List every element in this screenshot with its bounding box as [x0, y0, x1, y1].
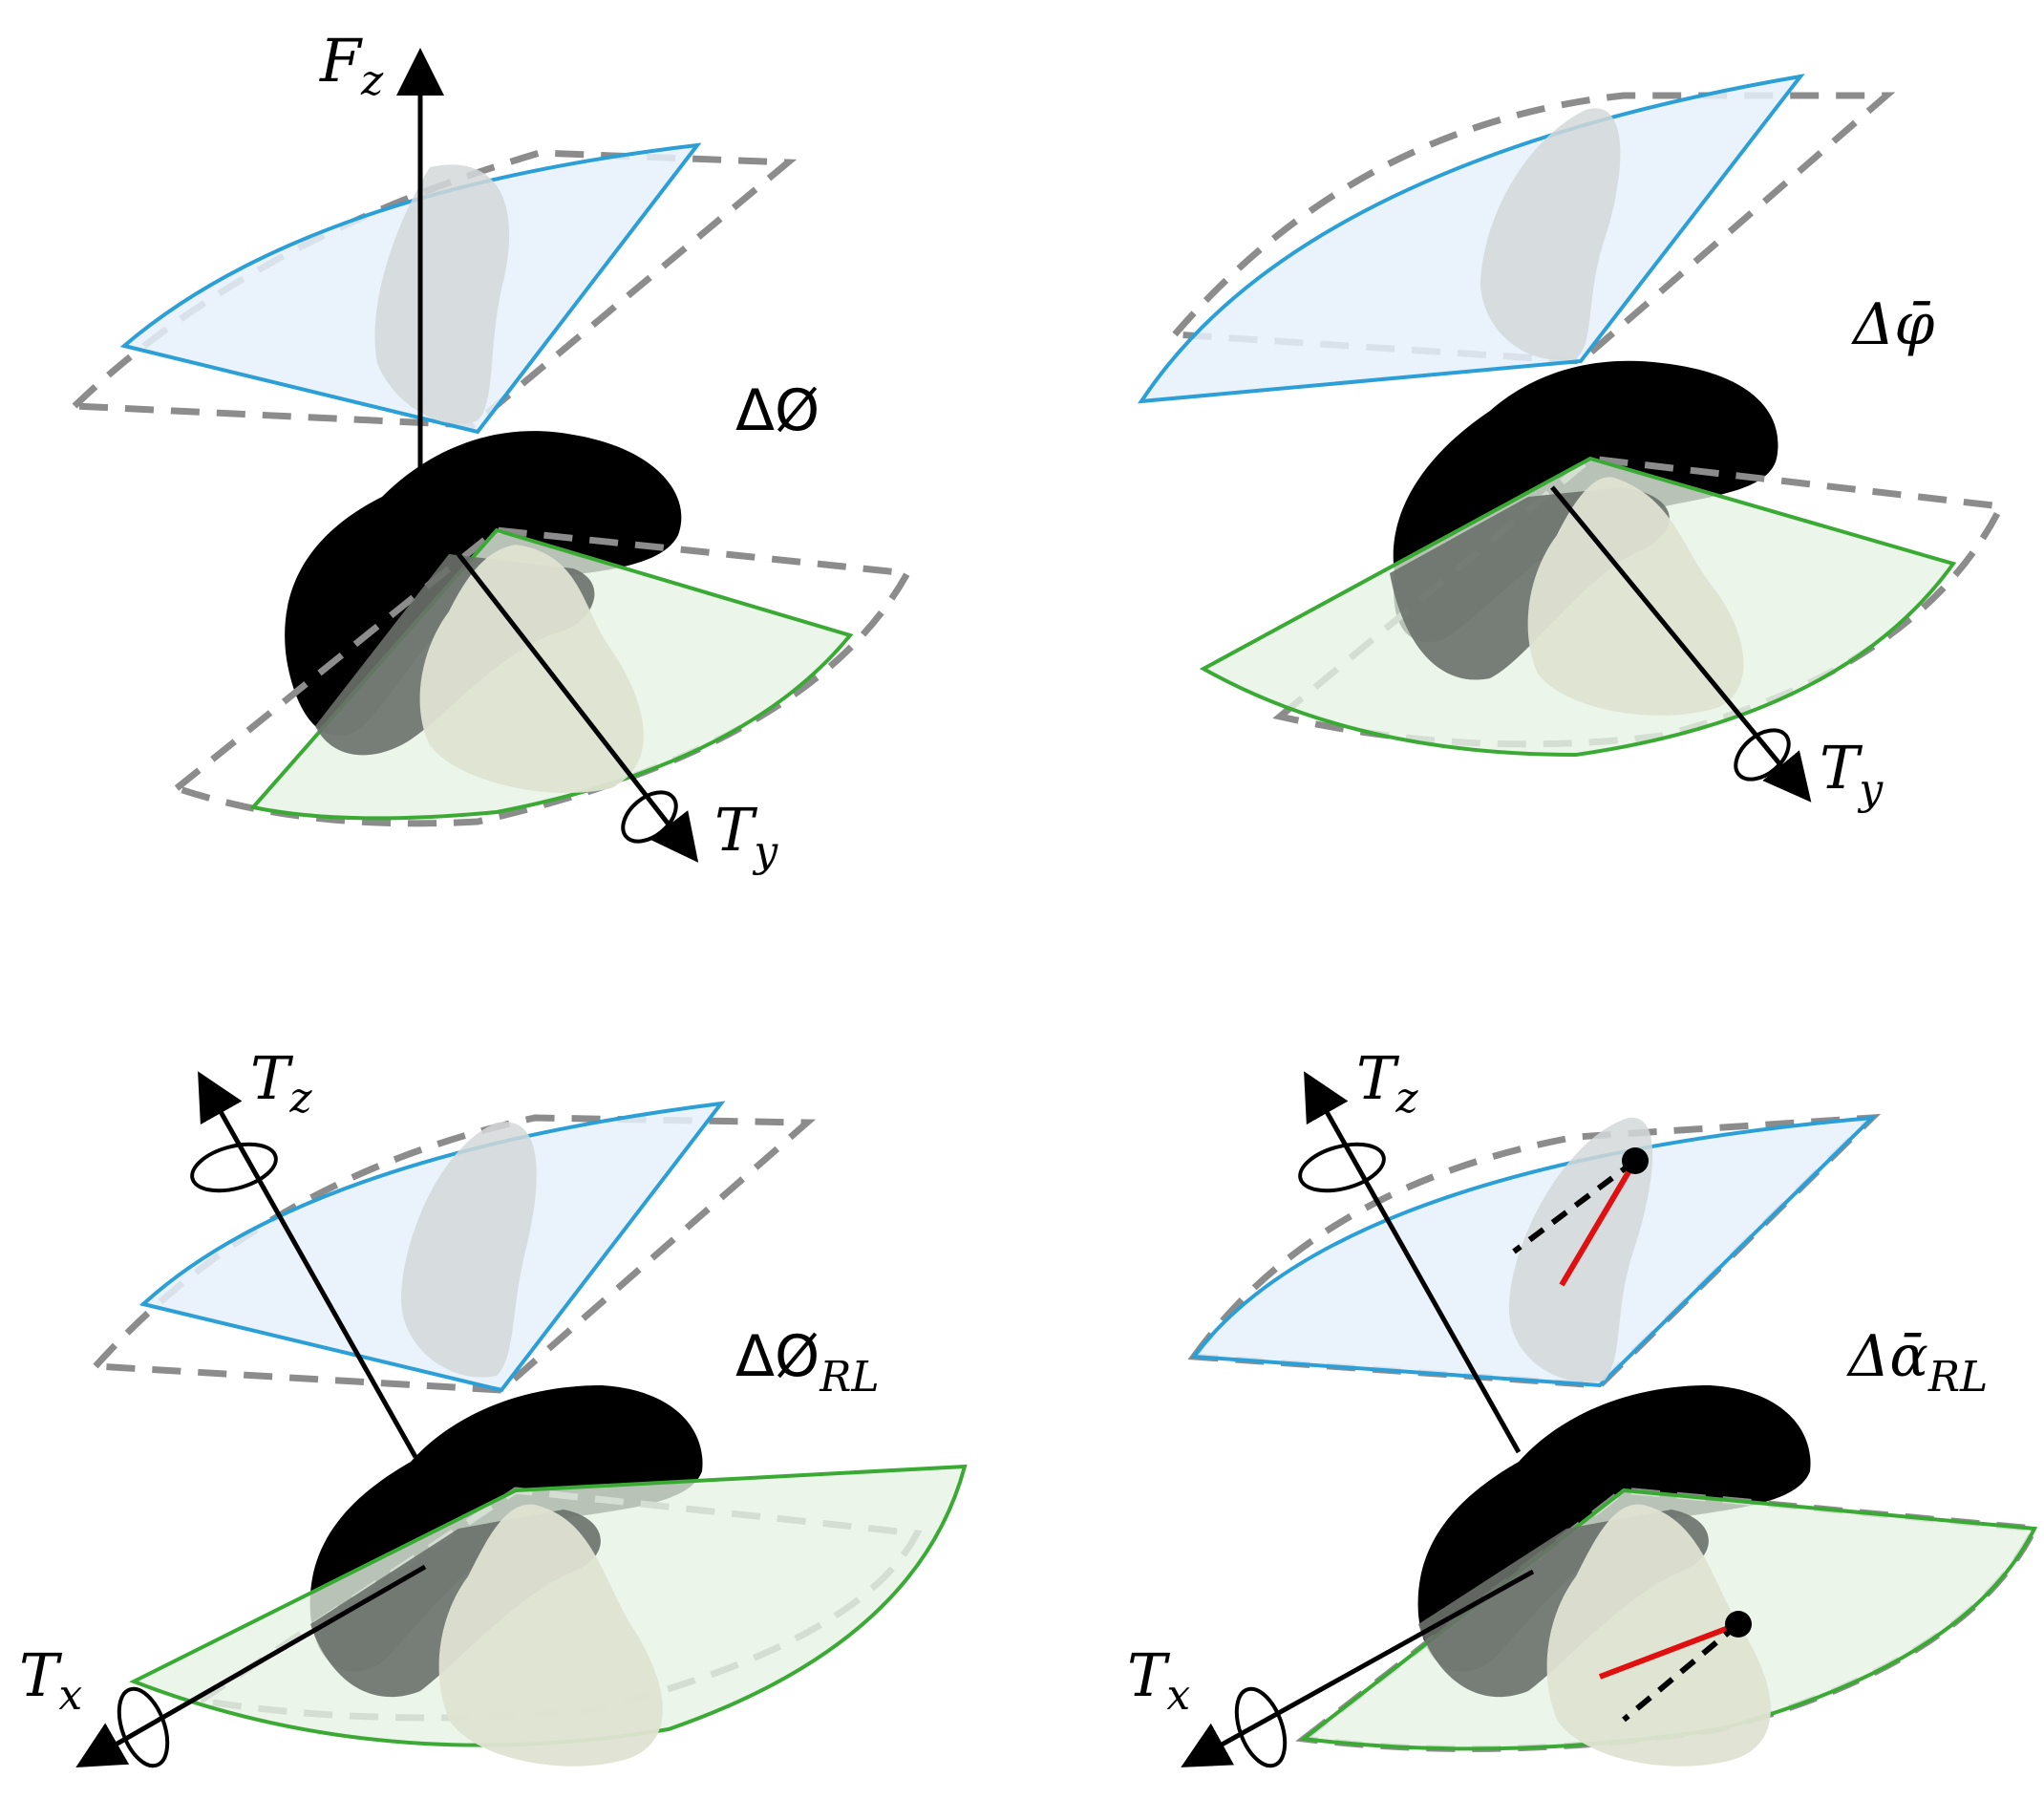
tz-axis [1304, 1071, 1522, 1454]
pivot-point-lower [1725, 1611, 1752, 1638]
femur-shadow [401, 1122, 537, 1378]
dashed-reference-lower [1622, 1621, 1740, 1723]
ty-rotation-arrow [621, 790, 678, 844]
panel-top-right: Ty Δφ̄ [1138, 74, 2007, 814]
ty-axis [457, 552, 699, 863]
tz-label: Tz [250, 1043, 312, 1123]
angle-label: Δφ̄ [1851, 291, 1934, 358]
dashed-reference-upper [1512, 1158, 1637, 1254]
ty-label: Ty [1820, 733, 1884, 814]
tx-label: Tx [1127, 1640, 1190, 1720]
tibia-shape [1546, 1504, 1771, 1767]
angle-label: ΔØ [735, 377, 820, 444]
tz-rotation-arrow [1298, 1142, 1386, 1193]
upper-reference-plane [1167, 92, 1896, 365]
tz-rotation-arrow [190, 1142, 278, 1193]
upper-plane [1138, 74, 1805, 404]
femur-shadow [1480, 108, 1621, 360]
femur-shadow [374, 164, 510, 424]
tz-label: Tz [1356, 1043, 1418, 1123]
tz-axis [198, 1071, 418, 1459]
fz-label: Fz [319, 26, 384, 105]
tx-rotation-arrow [1234, 1686, 1288, 1768]
ty-axis [1550, 485, 1812, 803]
red-marker-lower [1598, 1621, 1740, 1680]
angle-label: ΔØRL [735, 1323, 880, 1402]
panel-bottom-left: Tz Tx ΔØRL [19, 1043, 968, 1768]
panel-top-left: Fz Ty ΔØ [66, 26, 913, 876]
tx-rotation-arrow [117, 1686, 170, 1768]
panel-bottom-right: Tz Tx ΔᾱRL [1127, 1043, 2040, 1768]
tx-axis [75, 1564, 427, 1767]
tibia-shape [438, 1504, 663, 1767]
ty-label: Ty [714, 795, 778, 876]
angle-label: ΔᾱRL [1846, 1323, 1988, 1402]
tibia-shape [419, 545, 644, 793]
tx-label: Tx [19, 1640, 82, 1720]
red-marker-upper [1559, 1159, 1638, 1287]
upper-reference-plane [88, 1114, 817, 1394]
pivot-point-upper [1622, 1147, 1649, 1174]
ty-rotation-arrow [1734, 728, 1791, 782]
tx-axis [1181, 1569, 1535, 1767]
